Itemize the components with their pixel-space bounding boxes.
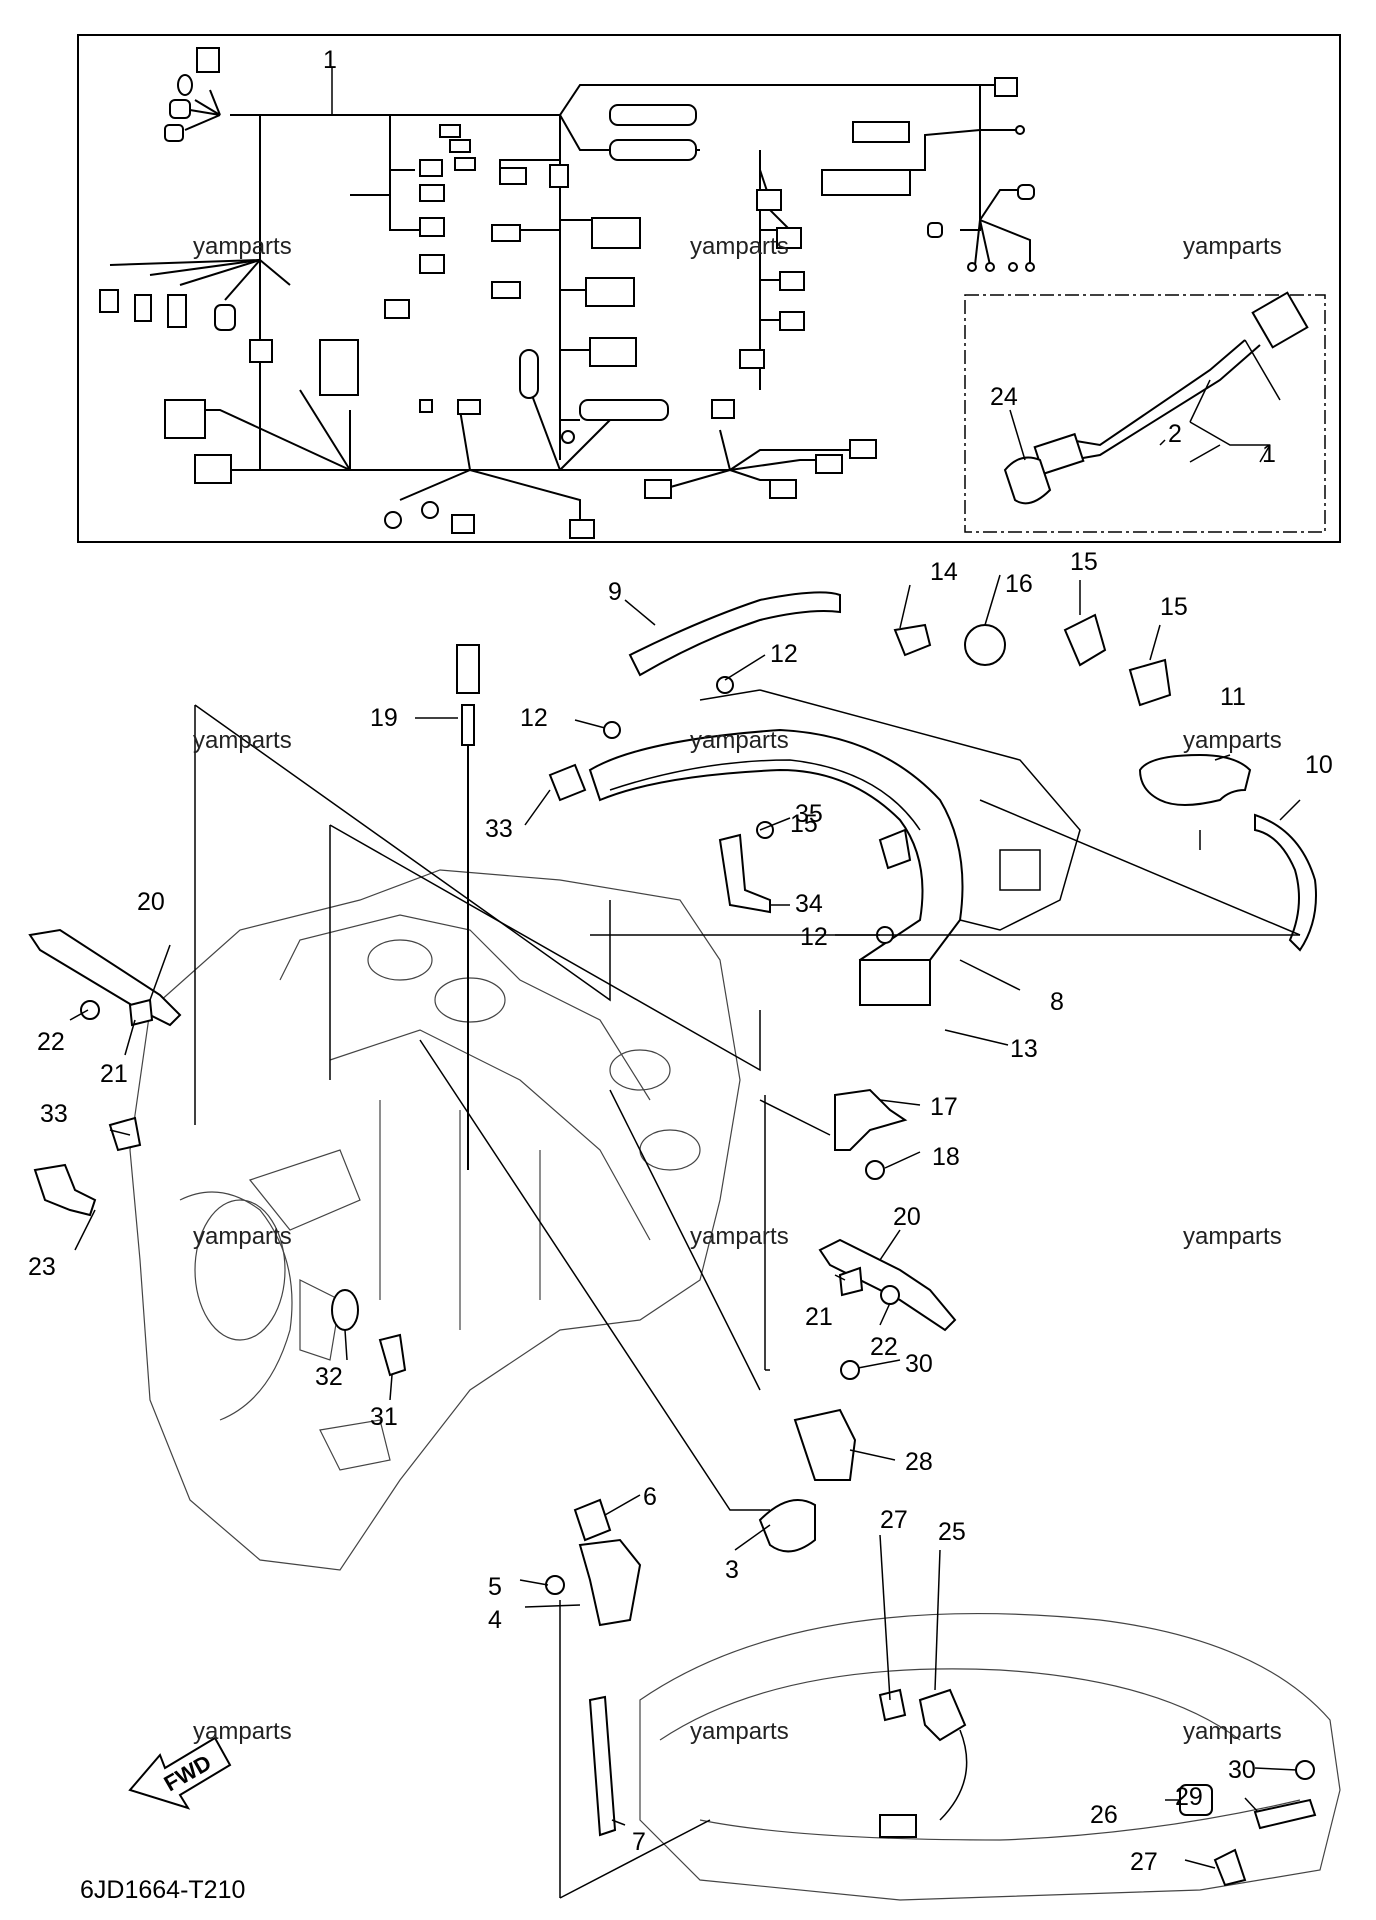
callout-20: 20: [893, 1203, 921, 1231]
callout-12: 12: [800, 923, 828, 951]
alignment-lines: [194, 704, 1301, 1511]
callout-20: 20: [137, 888, 165, 916]
callout-32: 32: [315, 1363, 343, 1391]
callout-1: 1: [323, 46, 337, 74]
callout-15: 15: [1070, 548, 1098, 576]
harness-frame: [77, 34, 1341, 543]
callout-21: 21: [100, 1060, 128, 1088]
callout-26: 26: [1090, 1801, 1118, 1829]
watermark: yamparts: [1183, 1718, 1282, 1745]
leader-lines: [69, 68, 1301, 1899]
callout-4: 4: [488, 1606, 502, 1634]
watermark: yamparts: [690, 1223, 789, 1250]
diagram-code: 6JD1664-T210: [80, 1876, 245, 1904]
callout-33: 33: [485, 815, 513, 843]
callout-29: 29: [1175, 1783, 1203, 1811]
callout-33: 33: [40, 1100, 68, 1128]
engine-assembly: [28, 591, 1341, 1901]
callout-30: 30: [1228, 1756, 1256, 1784]
callout-12: 12: [520, 704, 548, 732]
inset-frame: [964, 294, 1326, 533]
callout-14: 14: [930, 558, 958, 586]
watermark: yamparts: [690, 1718, 789, 1745]
watermark: yamparts: [193, 1718, 292, 1745]
callout-16: 16: [1005, 570, 1033, 598]
callouts: 1 1 2 24 9 14 16 15 15 15 12 12 12 11 10…: [28, 46, 1333, 1876]
watermark: yamparts: [1183, 233, 1282, 260]
callout-27: 27: [880, 1506, 908, 1534]
watermark: yamparts: [1183, 1223, 1282, 1250]
callout-34: 34: [795, 890, 823, 918]
callout-11: 11: [1220, 683, 1246, 711]
callout-17: 17: [930, 1093, 958, 1121]
watermark: yamparts: [1183, 727, 1282, 754]
watermarks: yamparts yamparts yamparts yamparts yamp…: [193, 233, 1282, 1745]
callout-28: 28: [905, 1448, 933, 1476]
callout-18: 18: [932, 1143, 960, 1171]
watermark: yamparts: [193, 727, 292, 754]
fwd-arrow: FWD: [128, 1736, 232, 1810]
watermark: yamparts: [690, 233, 789, 260]
callout-23: 23: [28, 1253, 56, 1281]
wire-harness-panel: [77, 34, 1341, 543]
callout-5: 5: [488, 1573, 502, 1601]
callout-21: 21: [805, 1303, 833, 1331]
callout-13: 13: [1010, 1035, 1038, 1063]
callout-22: 22: [37, 1028, 65, 1056]
watermark: yamparts: [690, 727, 789, 754]
callout-35: 35: [795, 800, 823, 828]
callout-9: 9: [608, 578, 622, 606]
callout-19: 19: [370, 704, 398, 732]
callout-7: 7: [632, 1828, 646, 1856]
watermark: yamparts: [193, 233, 292, 260]
callout-22: 22: [870, 1333, 898, 1361]
callout-30: 30: [905, 1350, 933, 1378]
callout-27: 27: [1130, 1848, 1158, 1876]
callout-8: 8: [1050, 988, 1064, 1016]
callout-24: 24: [990, 383, 1018, 411]
callout-12: 12: [770, 640, 798, 668]
callout-6: 6: [643, 1483, 657, 1511]
callout-1: 1: [1262, 440, 1276, 468]
callout-3: 3: [725, 1556, 739, 1584]
callout-15: 15: [1160, 593, 1188, 621]
callout-31: 31: [370, 1403, 398, 1431]
callout-15: 15: [790, 810, 818, 838]
callout-25: 25: [938, 1518, 966, 1546]
callout-10: 10: [1305, 751, 1333, 779]
watermark: yamparts: [193, 1223, 292, 1250]
callout-2: 2: [1168, 420, 1182, 448]
